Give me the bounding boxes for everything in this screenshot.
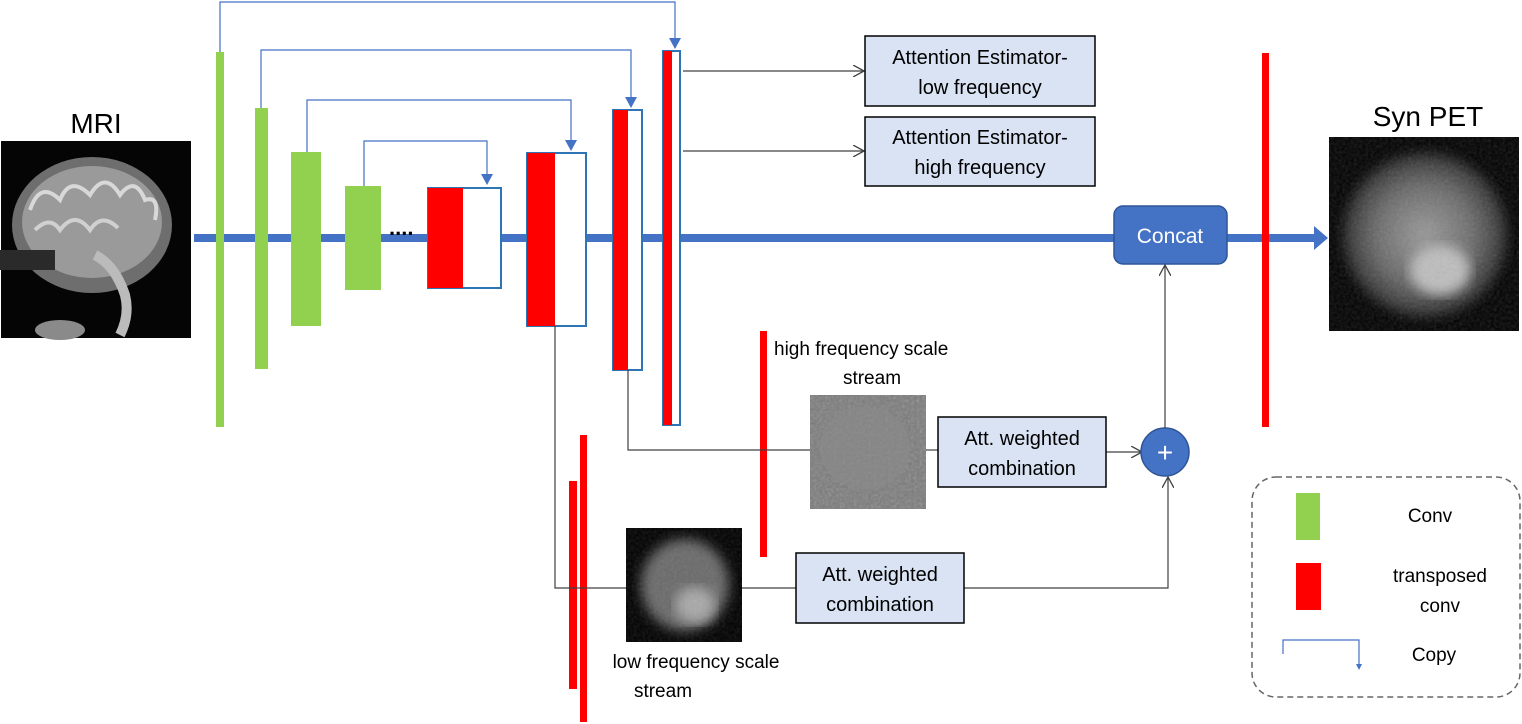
copy-connection-3 (306, 99, 577, 152)
low-stream-label-1: low frequency scale (613, 652, 780, 673)
low-frequency-map-image (626, 528, 742, 642)
copy-connection-4 (363, 140, 493, 186)
copy-connections (219, 1, 681, 186)
att-weighted-combination-high-box: Att. weighted combination (937, 416, 1107, 488)
attention-arrows (683, 71, 864, 151)
high-stream-label-2: stream (843, 368, 901, 389)
high-frequency-transposed-conv (760, 331, 767, 557)
encoder-conv-blocks (216, 52, 381, 427)
decoder-block-2 (526, 152, 587, 327)
svg-text:Attention Estimator-: Attention Estimator- (892, 47, 1068, 69)
mri-label: MRI (70, 108, 121, 139)
high-stream-connectors (627, 370, 1142, 452)
legend-transposed-conv-label-1: transposed (1393, 566, 1487, 587)
copy-connection-1 (219, 1, 681, 52)
low-stream-label-2: stream (634, 681, 692, 702)
conv-block-3 (291, 152, 321, 326)
syn-pet-label: Syn PET (1373, 101, 1483, 132)
synthetic-pet-image (1329, 137, 1519, 331)
att-weighted-combination-low-box: Att. weighted combination (795, 552, 965, 624)
decoder-block-1 (427, 187, 502, 289)
low-stream-connectors (554, 326, 796, 589)
sum-connectors (964, 265, 1168, 589)
legend-conv-swatch (1296, 493, 1320, 540)
high-frequency-map-image (810, 395, 926, 509)
decoder-blocks (427, 50, 681, 426)
legend-conv-label: Conv (1408, 506, 1453, 527)
attention-estimator-high-box: Attention Estimator- high frequency (864, 116, 1096, 187)
svg-text:Concat: Concat (1137, 225, 1204, 248)
main-flow-arrow (194, 226, 1328, 250)
svg-text:combination: combination (826, 594, 934, 616)
attention-estimator-low-box: Attention Estimator- low frequency (864, 35, 1096, 107)
decoder-block-3 (612, 109, 643, 371)
legend-transposed-conv-swatch (1296, 563, 1321, 610)
high-stream-label-1: high frequency scale (774, 339, 948, 360)
sum-node: + (1140, 427, 1190, 477)
svg-text:high frequency: high frequency (914, 157, 1045, 179)
copy-connection-2 (260, 49, 637, 108)
conv-block-2 (255, 108, 268, 369)
decoder-block-4 (662, 50, 681, 426)
legend-copy-label: Copy (1412, 645, 1457, 666)
concat-box: Concat (1113, 205, 1228, 265)
svg-text:Att. weighted: Att. weighted (964, 428, 1080, 450)
svg-text:combination: combination (968, 458, 1076, 480)
conv-block-4 (345, 186, 381, 290)
svg-text:low frequency: low frequency (918, 77, 1041, 99)
legend-transposed-conv-label-2: conv (1420, 596, 1461, 617)
svg-text:Att. weighted: Att. weighted (822, 564, 938, 586)
low-frequency-transposed-convs (569, 435, 587, 722)
legend-copy-symbol (1282, 639, 1360, 667)
conv-block-1 (216, 52, 224, 427)
legend: Conv transposed conv Copy (1251, 476, 1521, 698)
svg-text:Attention Estimator-: Attention Estimator- (892, 127, 1068, 149)
mri-sagittal-brain-image (0, 141, 191, 340)
svg-text:+: + (1157, 437, 1173, 468)
final-transposed-conv (1262, 53, 1269, 427)
ellipsis-label: .... (389, 215, 413, 240)
